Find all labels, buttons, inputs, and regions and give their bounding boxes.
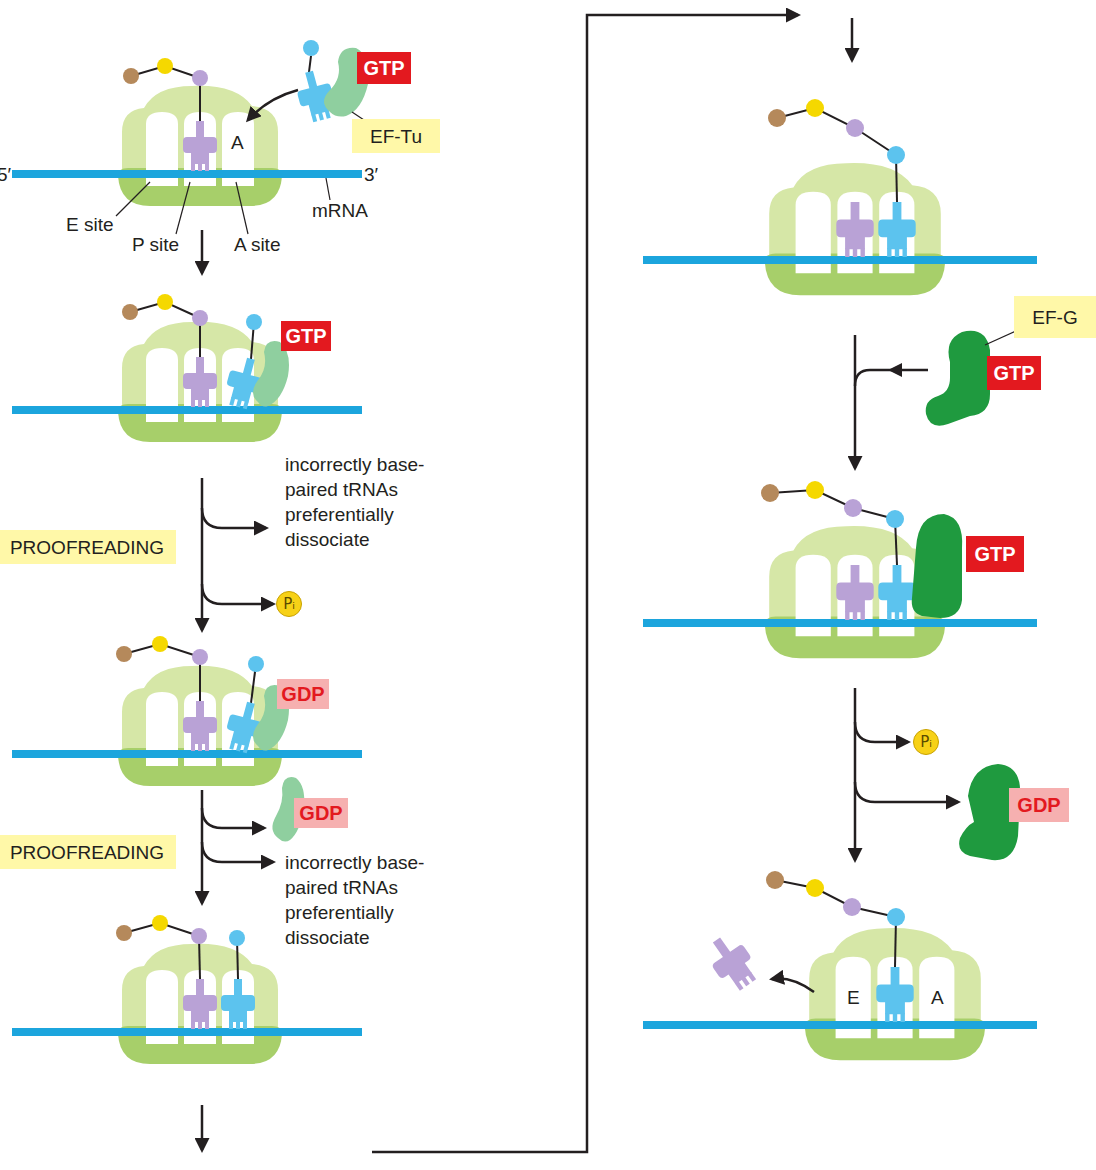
gtp-tag: GTP [966,536,1024,572]
node-text: EF-G [1032,308,1077,327]
leader-line [116,178,330,234]
site-label: P site [132,232,179,257]
peptide-chain [761,481,904,565]
node-text: EF-Tu [370,127,422,146]
arrow-head [888,363,902,377]
ribosome [765,163,945,295]
gtp-tag: GTP [987,356,1041,390]
exiting-trna [701,929,763,996]
entry-arrow [248,90,298,120]
ef-g-protein [912,514,962,618]
p-site-trna [836,565,873,620]
flow-arrow [855,688,958,860]
a-site-trna [878,202,915,257]
peptide-chain [768,99,905,202]
node-text: GTP [993,363,1034,383]
mrna-strand [12,406,362,414]
site-label: E site [66,212,114,237]
gdp-tag: GDP [294,798,348,828]
node-text: GDP [281,684,324,704]
a-site-trna [878,565,915,620]
node-text: PROOFREADING [10,843,164,862]
strand-end: 5′ [0,162,11,187]
node-text: GDP [1017,795,1060,815]
flow-arrow [201,230,204,273]
node-text: Pᵢ [283,597,295,612]
node-text: GTP [285,326,326,346]
p-site-trna [183,979,217,1029]
gtp-tag: GTP [357,52,411,84]
mrna-strand [643,1021,1037,1029]
mrna-strand [643,256,1037,264]
node-text: GTP [363,58,404,78]
strand-end: 3′ [364,162,378,187]
phosphate-circle: Pᵢ [276,591,302,617]
flow-arrow [855,335,928,468]
p-site-trna [183,121,217,171]
note-text: incorrectly base-paired tRNAs preferenti… [285,850,437,950]
flow-arrow [202,478,273,630]
gtp-tag: GTP [281,321,331,351]
p-site-trna [836,202,873,257]
exit-arrow [772,979,814,992]
peptide-chain [116,636,264,703]
flow-arrow [202,790,273,903]
node-text: PROOFREADING [10,538,164,557]
factor-label: EF-Tu [352,119,440,153]
ef-g-protein [926,331,990,426]
mrna-label: mRNA [312,198,368,223]
peptide-chain [122,294,262,359]
p-site-trna [183,701,217,751]
site-letter: A [231,130,244,155]
mrna-strand [12,750,362,758]
gdp-tag: GDP [1009,788,1069,822]
node-text: GDP [299,803,342,823]
mrna-strand [12,1028,362,1036]
site-letter: E [847,985,860,1010]
peptide-chain [123,58,208,121]
factor-label: EF-G [1014,296,1096,338]
node-text: Pᵢ [920,735,932,750]
a-site-trna [221,979,255,1029]
phosphate-circle: Pᵢ [913,729,939,755]
site-label: A site [234,232,280,257]
note-text: incorrectly base-paired tRNAs preferenti… [285,452,437,552]
peptide-chain [766,871,905,967]
peptide-chain [116,915,245,979]
flow-arrow [202,15,852,1152]
step-label: PROOFREADING [0,530,176,564]
node-text: GTP [974,544,1015,564]
step-label: PROOFREADING [0,835,176,869]
mrna-strand [12,170,362,178]
site-letter: A [931,985,944,1010]
gdp-tag: GDP [277,679,329,709]
p-site-trna [183,357,217,407]
mrna-strand [643,619,1037,627]
p-site-trna [876,967,913,1022]
